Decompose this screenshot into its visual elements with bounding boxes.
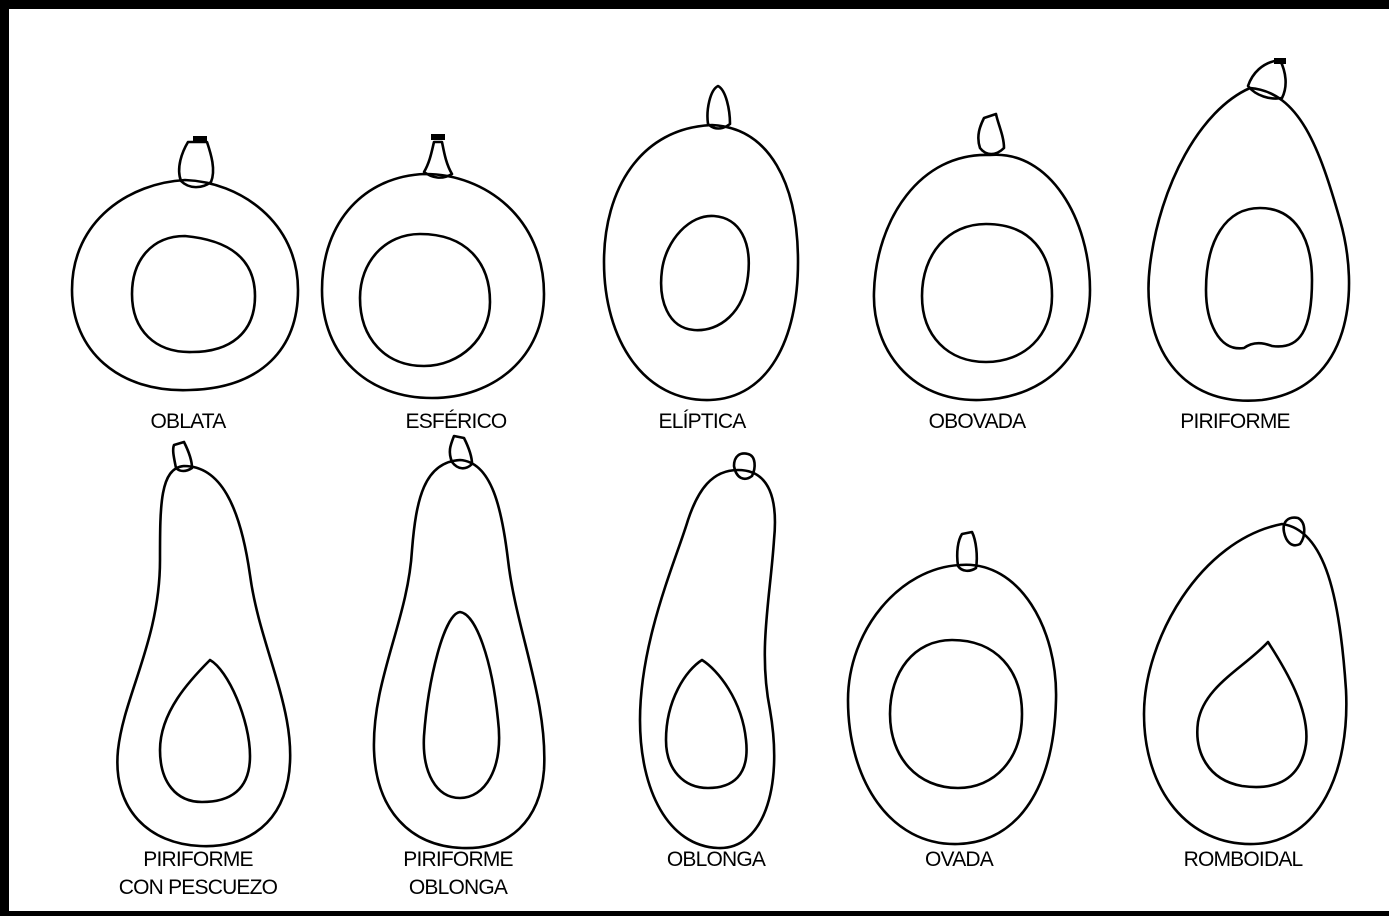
oblonga-outline [640, 470, 775, 848]
ovada-outline [848, 565, 1056, 844]
shape-romboidal [1144, 518, 1346, 844]
piriforme-con-pescuezo-outline [117, 466, 290, 846]
oblata-stem-tip [193, 136, 207, 141]
esferico-seed [360, 234, 490, 366]
eliptica-seed [661, 216, 749, 330]
label-ovada: OVADA [925, 848, 994, 871]
shape-oblonga [640, 454, 775, 849]
romboidal-seed [1197, 642, 1306, 787]
esferico-stem-tip [431, 134, 445, 140]
romboidal-outline [1144, 524, 1346, 844]
piriforme-oblonga-seed [424, 612, 499, 798]
label-esferico: ESFÉRICO [406, 410, 507, 433]
label-obovada: OBOVADA [929, 410, 1026, 433]
shape-piriforme-oblonga [374, 436, 544, 848]
oblonga-seed [666, 660, 747, 788]
label-eliptica: ELÍPTICA [659, 410, 747, 433]
eliptica-outline [604, 125, 798, 400]
obovada-stem [978, 114, 1004, 154]
ovada-seed [890, 640, 1022, 788]
piriforme-stem-tip [1274, 58, 1286, 64]
obovada-seed [922, 224, 1052, 362]
label-romboidal: ROMBOIDAL [1184, 848, 1303, 871]
piriforme-outline [1148, 88, 1349, 401]
piriforme-seed [1206, 208, 1312, 348]
shape-eliptica [604, 86, 798, 400]
shape-esferico [322, 134, 544, 398]
oblata-seed [132, 236, 255, 352]
oblonga-stem [734, 454, 755, 479]
piriforme-oblonga-outline [374, 460, 544, 848]
label-piriforme-con-pescuezo-line1: PIRIFORME [143, 848, 253, 871]
label-piriforme-oblonga-line1: PIRIFORME [403, 848, 513, 871]
label-piriforme-oblonga-line2: OBLONGA [409, 876, 508, 899]
label-piriforme-con-pescuezo-line2: CON PESCUEZO [119, 876, 278, 899]
shape-obovada [874, 114, 1090, 400]
shape-oblata [72, 136, 298, 390]
obovada-outline [874, 155, 1090, 400]
shape-piriforme-con-pescuezo [117, 442, 290, 846]
label-oblonga: OBLONGA [667, 848, 766, 871]
piriforme-con-pescuezo-seed [160, 660, 250, 802]
label-piriforme: PIRIFORME [1180, 410, 1290, 433]
shape-ovada [848, 532, 1056, 844]
esferico-stem [424, 142, 452, 178]
piriforme-oblonga-stem [450, 436, 472, 468]
oblata-outline [72, 180, 298, 390]
eliptica-stem [707, 86, 730, 129]
label-oblata: OBLATA [151, 410, 227, 433]
shape-piriforme [1148, 58, 1349, 401]
